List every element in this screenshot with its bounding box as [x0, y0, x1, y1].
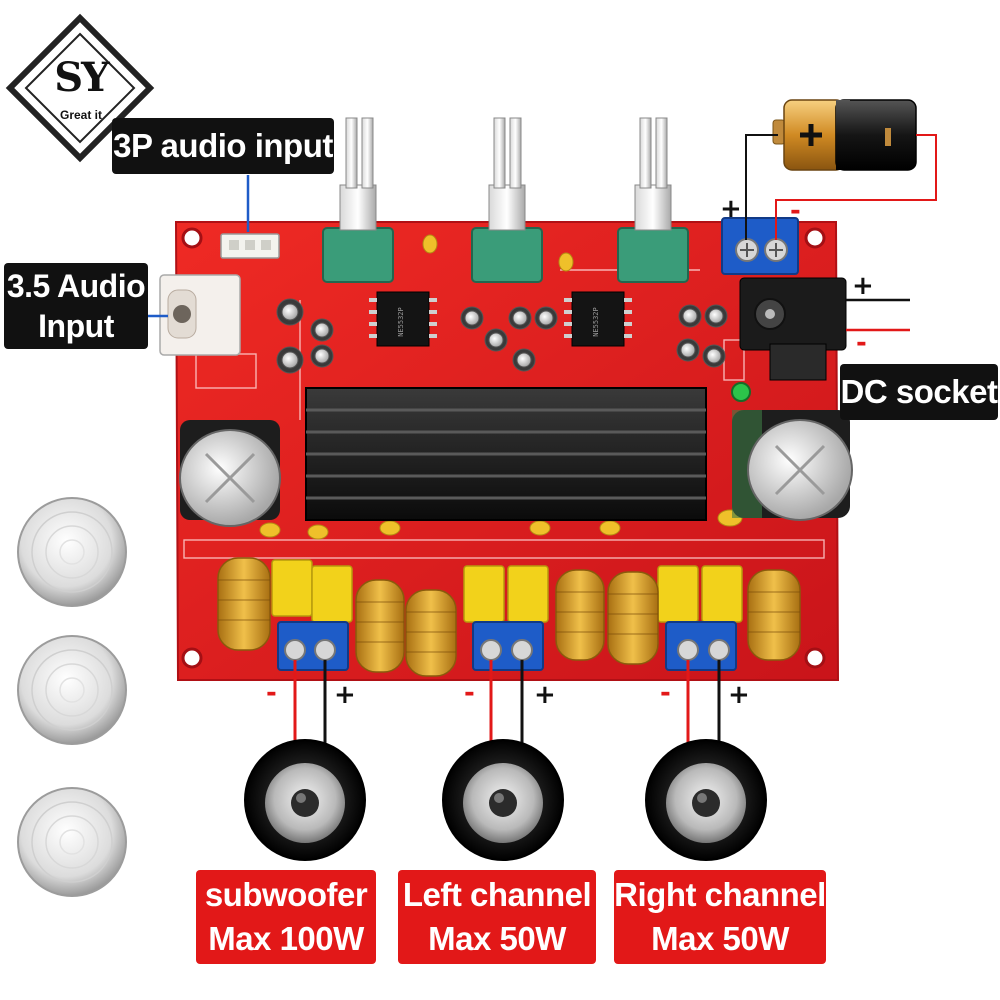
potentiometer-3 [617, 117, 689, 283]
label-dc-socket: DC socket [840, 364, 998, 420]
channel-power: Max 50W [651, 920, 789, 957]
wires [145, 134, 937, 748]
channel-name: subwoofer [204, 876, 368, 913]
large-capacitor-right [732, 410, 853, 521]
speaker-icon-right [645, 739, 767, 861]
channel-power: Max 50W [428, 920, 566, 957]
mounting-hole [804, 227, 826, 249]
battery-icon [772, 99, 917, 171]
3p-connector [220, 233, 280, 259]
ic-marking-2: NE5532P [592, 307, 600, 337]
dc-socket-jack [739, 277, 847, 381]
mounting-hole [181, 647, 203, 669]
ceramic-capacitors [259, 234, 743, 540]
ic-chip-1: NE5532P [369, 291, 437, 347]
sign-power-minus: - [790, 196, 801, 226]
speaker-terminal-subwoofer [277, 621, 349, 671]
sign-dc-plus: + [852, 271, 874, 301]
sign-sub-plus: + [334, 680, 356, 710]
potentiometer-1 [322, 117, 394, 283]
sign-left-minus: - [464, 678, 475, 708]
heatsink [305, 387, 707, 521]
speaker-terminal-right [665, 621, 737, 671]
channel-name: Left channel [402, 876, 592, 913]
speaker-icon-subwoofer [244, 739, 366, 861]
speaker-terminal-left [472, 621, 544, 671]
ic-marking-1: NE5532P [397, 307, 405, 337]
label-3-5-audio-line2: Input [38, 308, 114, 344]
label-3p-audio-input: 3P audio input [112, 118, 334, 174]
ic-chip-2: NE5532P [564, 291, 632, 347]
power-led [731, 382, 751, 402]
label-3-5-audio-line1: 3.5 Audio [6, 268, 146, 304]
speaker-icon-left [442, 739, 564, 861]
mounting-hole [804, 647, 826, 669]
sign-right-plus: + [728, 680, 750, 710]
sign-left-plus: + [534, 680, 556, 710]
label-3-5-audio-input: 3.5 Audio Input [4, 263, 148, 349]
sign-dc-minus: - [856, 328, 867, 358]
logo-tagline: Great it [59, 108, 102, 122]
label-channel-right: Right channel Max 50W [614, 870, 826, 964]
mounting-hole [181, 227, 203, 249]
knob-cap-2 [17, 635, 127, 745]
label-channel-left: Left channel Max 50W [398, 870, 596, 964]
channel-name: Right channel [614, 876, 826, 913]
sign-sub-minus: - [266, 678, 277, 708]
knob-cap-3 [17, 787, 127, 897]
power-terminal [721, 217, 799, 275]
label-channel-subwoofer: subwoofer Max 100W [196, 870, 376, 964]
sign-power-plus: + [720, 194, 742, 224]
large-capacitor-left [179, 420, 281, 527]
sign-right-minus: - [660, 678, 671, 708]
logo-letters: SY [54, 54, 109, 101]
potentiometer-2 [471, 117, 543, 283]
small-capacitors [276, 298, 728, 374]
knob-cap-1 [17, 497, 127, 607]
channel-power: Max 100W [208, 920, 364, 957]
3-5mm-jack [159, 274, 241, 356]
circuit-board: NE5532P NE5532P [159, 117, 853, 681]
